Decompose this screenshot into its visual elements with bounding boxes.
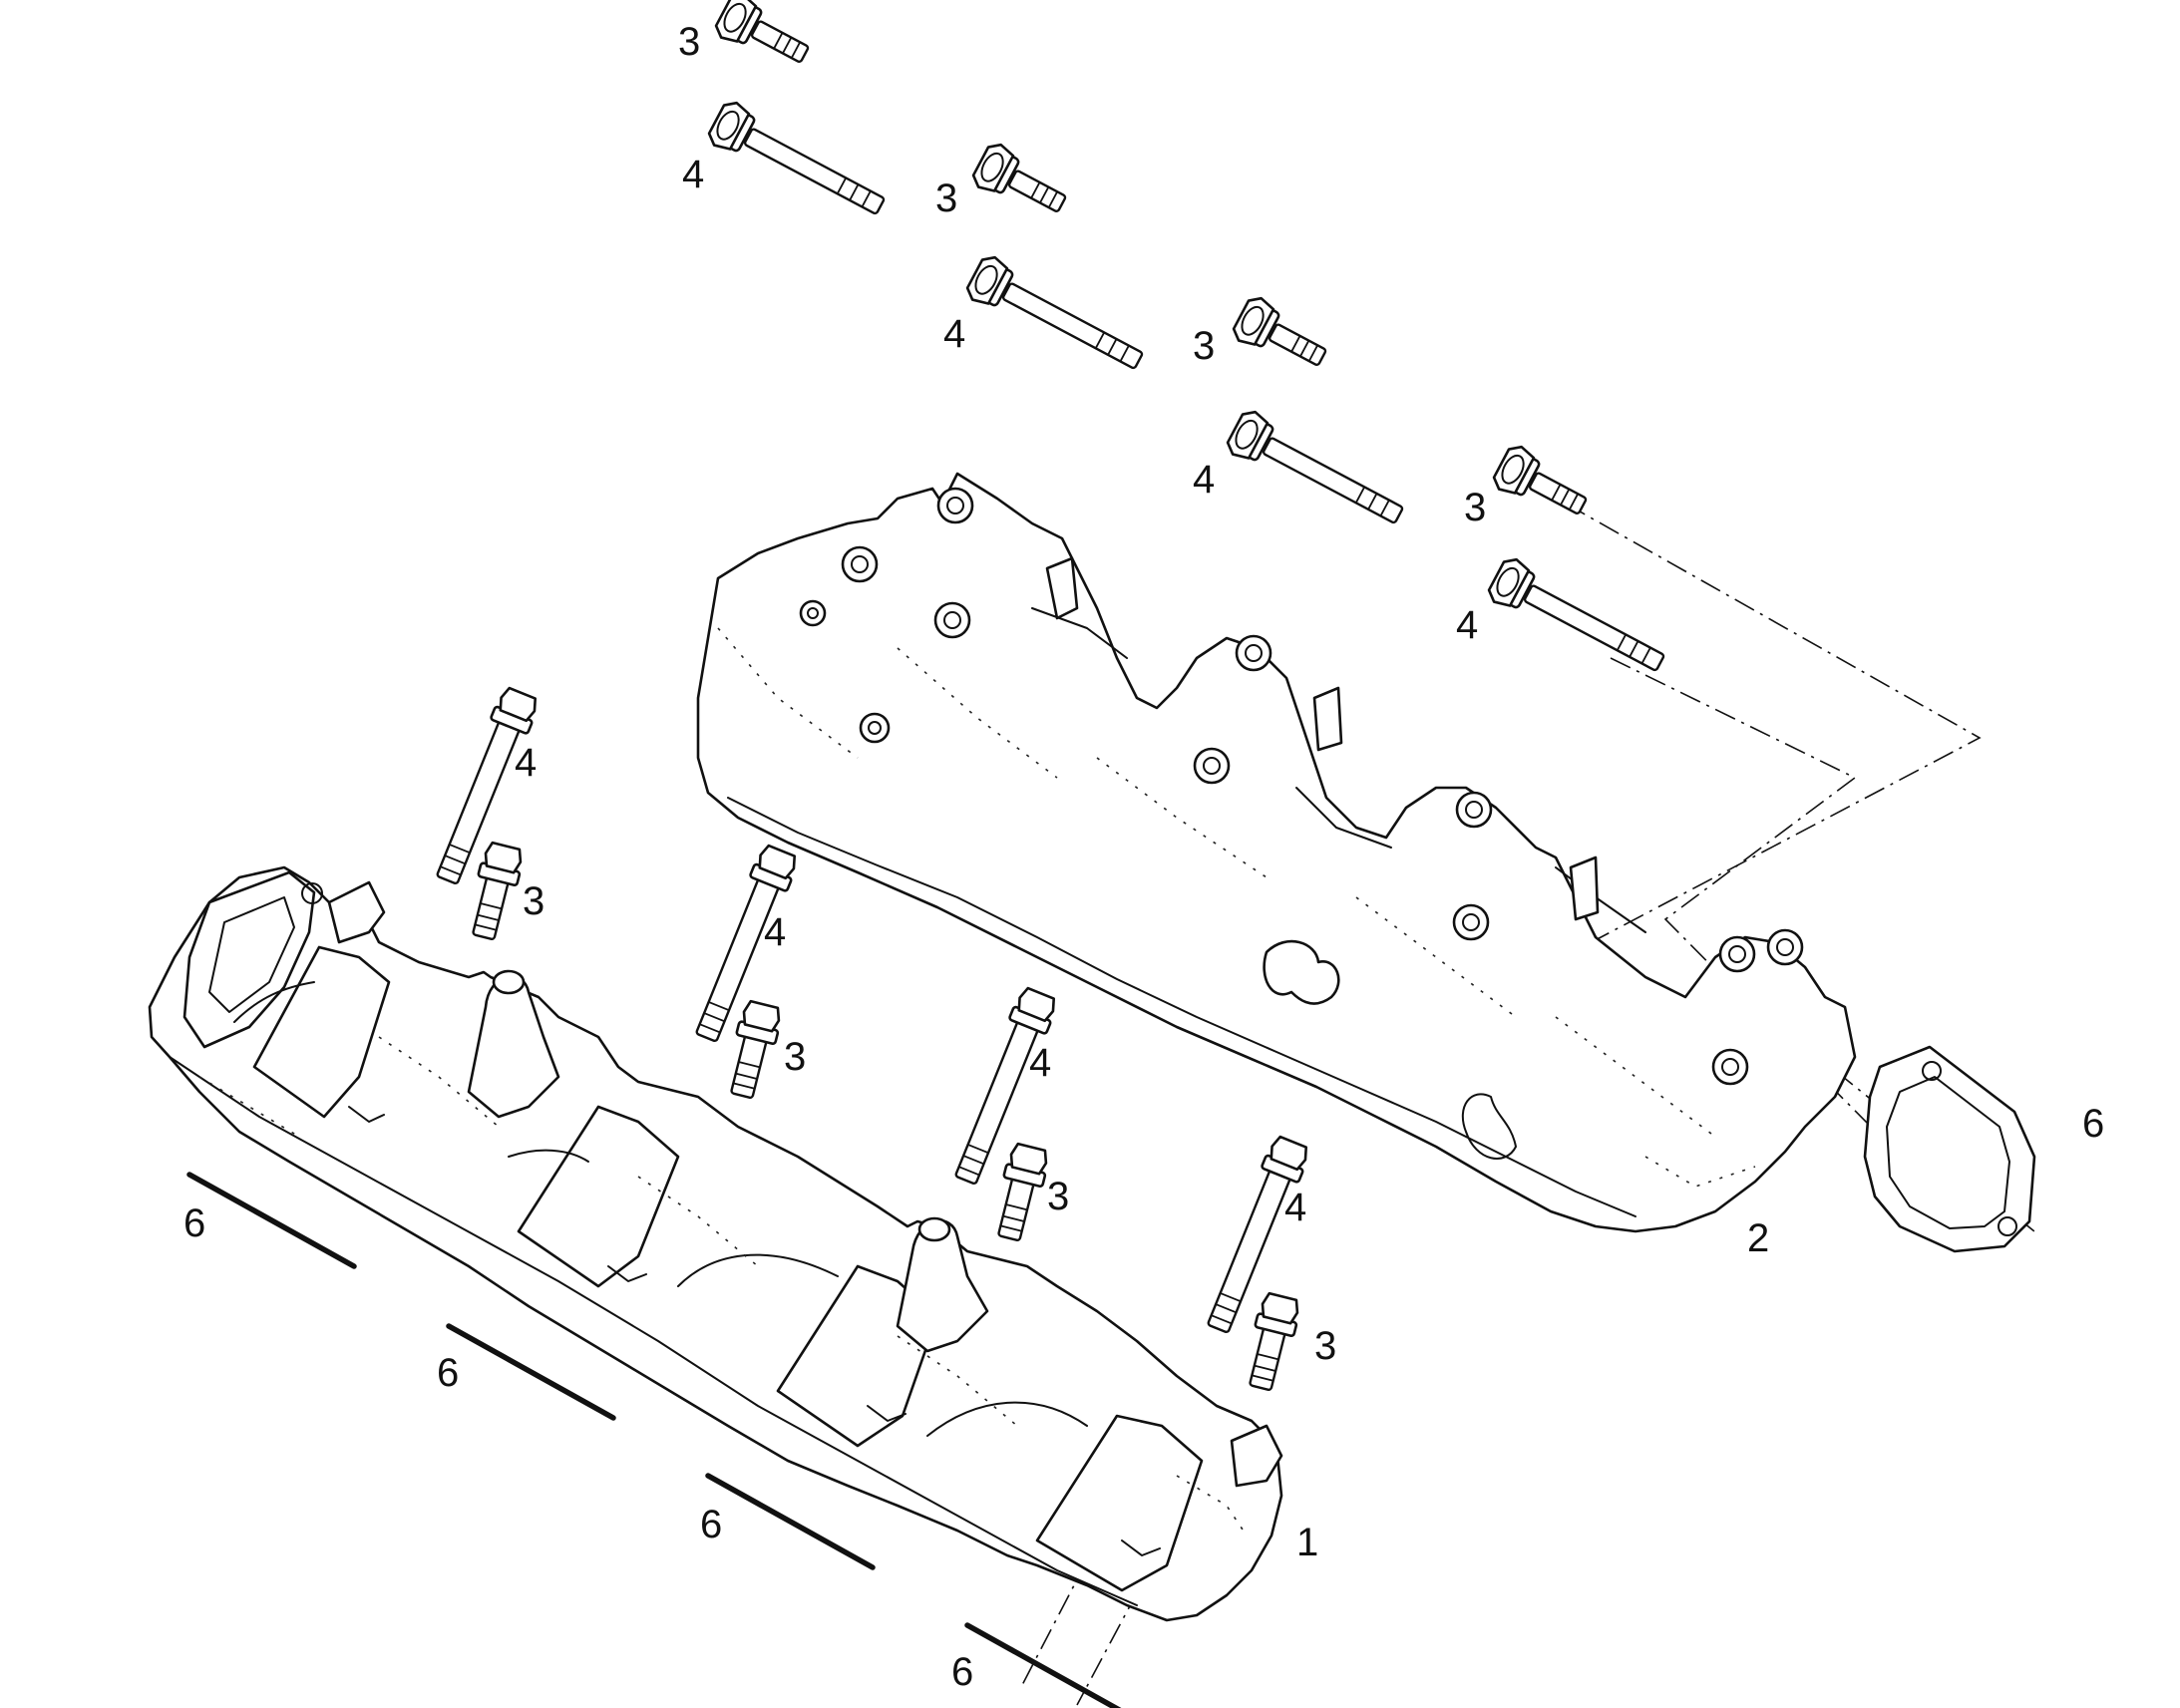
callout-3: 3 xyxy=(1464,486,1486,529)
callout-3: 3 xyxy=(678,20,700,64)
short-bolt xyxy=(1239,1290,1304,1394)
callout-4: 4 xyxy=(1029,1041,1051,1085)
callout-6: 6 xyxy=(437,1351,459,1395)
exhaust-manifold-right xyxy=(696,472,1857,1233)
gasket-edge xyxy=(446,1323,616,1421)
callout-3: 3 xyxy=(1193,324,1215,368)
short-bolt xyxy=(1229,292,1335,381)
callout-4: 4 xyxy=(764,910,786,954)
callout-3: 3 xyxy=(1314,1324,1336,1368)
callout-4: 4 xyxy=(1284,1186,1306,1229)
short-bolt xyxy=(987,1141,1053,1244)
boss-holes xyxy=(799,487,1804,1086)
callout-4: 4 xyxy=(1456,603,1478,647)
gasket-right xyxy=(1863,1045,2036,1253)
exhaust-manifold-left xyxy=(148,865,1283,1622)
callout-2: 2 xyxy=(1747,1216,1769,1260)
callout-labels: 3 4 3 4 3 4 3 4 4 3 4 3 4 3 4 3 1 2 6 6 … xyxy=(183,20,2104,1694)
long-bolt xyxy=(962,251,1152,384)
gasket-edge xyxy=(964,1622,1122,1708)
callout-3: 3 xyxy=(784,1035,806,1079)
callout-6: 6 xyxy=(2082,1102,2104,1146)
short-bolt xyxy=(968,139,1075,227)
long-bolt xyxy=(427,684,543,889)
callout-4: 4 xyxy=(943,312,965,356)
short-bolt xyxy=(720,998,786,1102)
long-bolt xyxy=(1484,553,1673,686)
callout-1: 1 xyxy=(1296,1521,1318,1564)
long-bolt xyxy=(704,97,894,229)
short-bolt xyxy=(462,840,528,943)
callout-4: 4 xyxy=(1193,458,1215,502)
short-bolt xyxy=(711,0,818,78)
short-bolt xyxy=(1489,441,1596,529)
callout-3: 3 xyxy=(935,176,957,220)
callout-6: 6 xyxy=(183,1201,205,1245)
callout-6: 6 xyxy=(951,1650,973,1694)
callout-4: 4 xyxy=(515,741,537,785)
gasket-edge xyxy=(705,1473,876,1570)
gasket-edge xyxy=(186,1172,357,1269)
callout-4: 4 xyxy=(682,153,704,196)
long-bolt xyxy=(1223,406,1412,538)
callout-3: 3 xyxy=(523,879,545,923)
callout-6: 6 xyxy=(700,1503,722,1546)
gaskets-left xyxy=(186,1172,1122,1708)
callout-3: 3 xyxy=(1047,1175,1069,1218)
